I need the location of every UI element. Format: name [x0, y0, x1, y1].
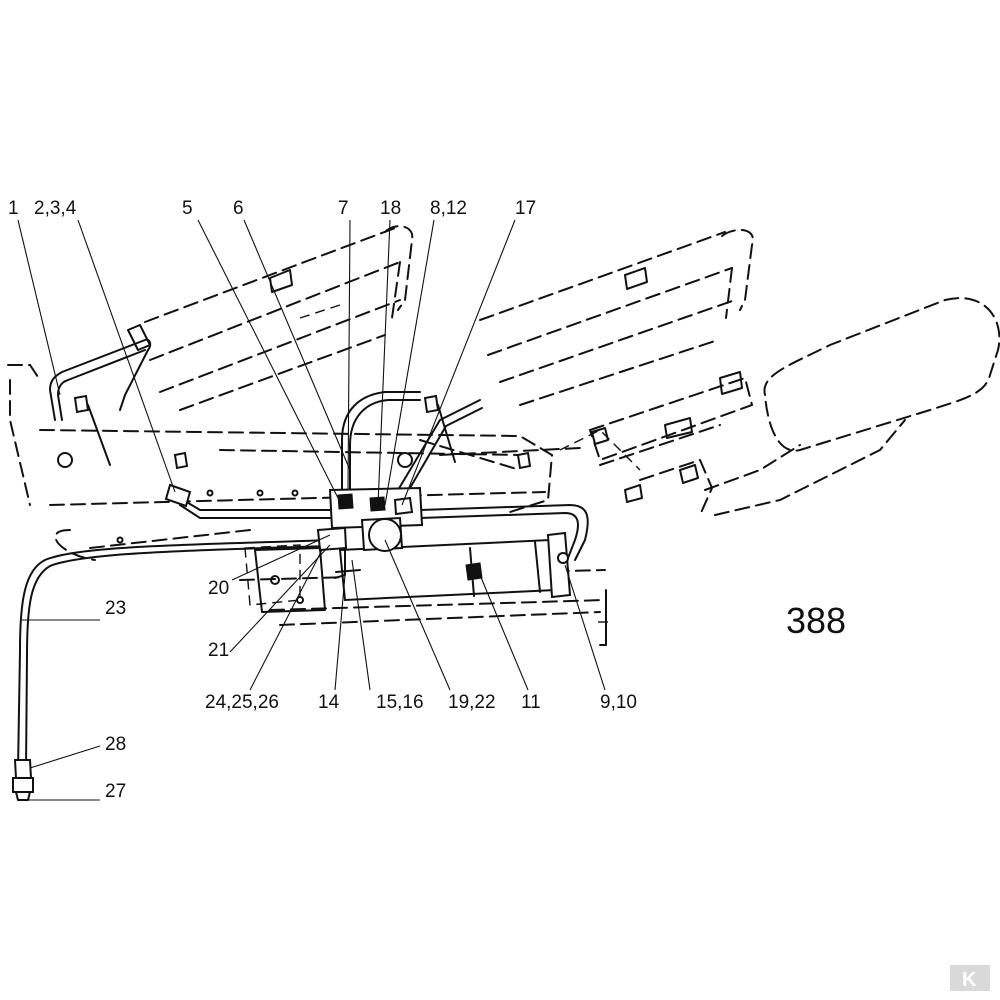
brand-logo-mark: K	[962, 969, 977, 991]
callout-5: 5	[182, 198, 193, 219]
upper-left-arm	[144, 225, 414, 411]
callout-20: 20	[208, 578, 229, 599]
upper-right-arm	[479, 228, 754, 406]
callout-18: 18	[380, 198, 401, 219]
callout-28: 28	[105, 734, 126, 755]
callout-9-10: 9,10	[600, 692, 637, 713]
callout-24-25-26: 24,25,26	[205, 692, 279, 713]
figure-number: 388	[786, 600, 846, 641]
callout-15-16: 15,16	[376, 692, 424, 713]
callout-11: 11	[521, 692, 541, 713]
callout-2-3-4: 2,3,4	[34, 198, 77, 219]
brand-logo: K	[950, 965, 990, 991]
callout-1: 1	[8, 198, 19, 219]
callout-21: 21	[208, 640, 229, 661]
leader-lines	[17, 219, 606, 801]
valve-block	[316, 486, 424, 579]
mount-bracket	[254, 547, 326, 613]
callout-8-12: 8,12	[430, 198, 467, 219]
callout-27: 27	[105, 781, 126, 802]
pivot-hardware	[57, 394, 532, 544]
hose-end-fittings	[12, 759, 34, 801]
hydraulic-cylinder	[338, 531, 572, 602]
callout-7: 7	[338, 198, 349, 219]
right-side-marker	[598, 599, 612, 646]
right-roller-assembly	[588, 297, 1000, 516]
hydraulic-lines	[17, 324, 589, 771]
callout-19-22: 19,22	[448, 692, 496, 713]
callout-labels: 1 2,3,4 5 6 7 18 8,12 17 20 23 21 24,25,…	[8, 198, 637, 802]
callout-23: 23	[105, 598, 126, 619]
callout-6: 6	[233, 198, 244, 219]
callout-14: 14	[318, 692, 340, 713]
callout-17: 17	[515, 198, 536, 219]
